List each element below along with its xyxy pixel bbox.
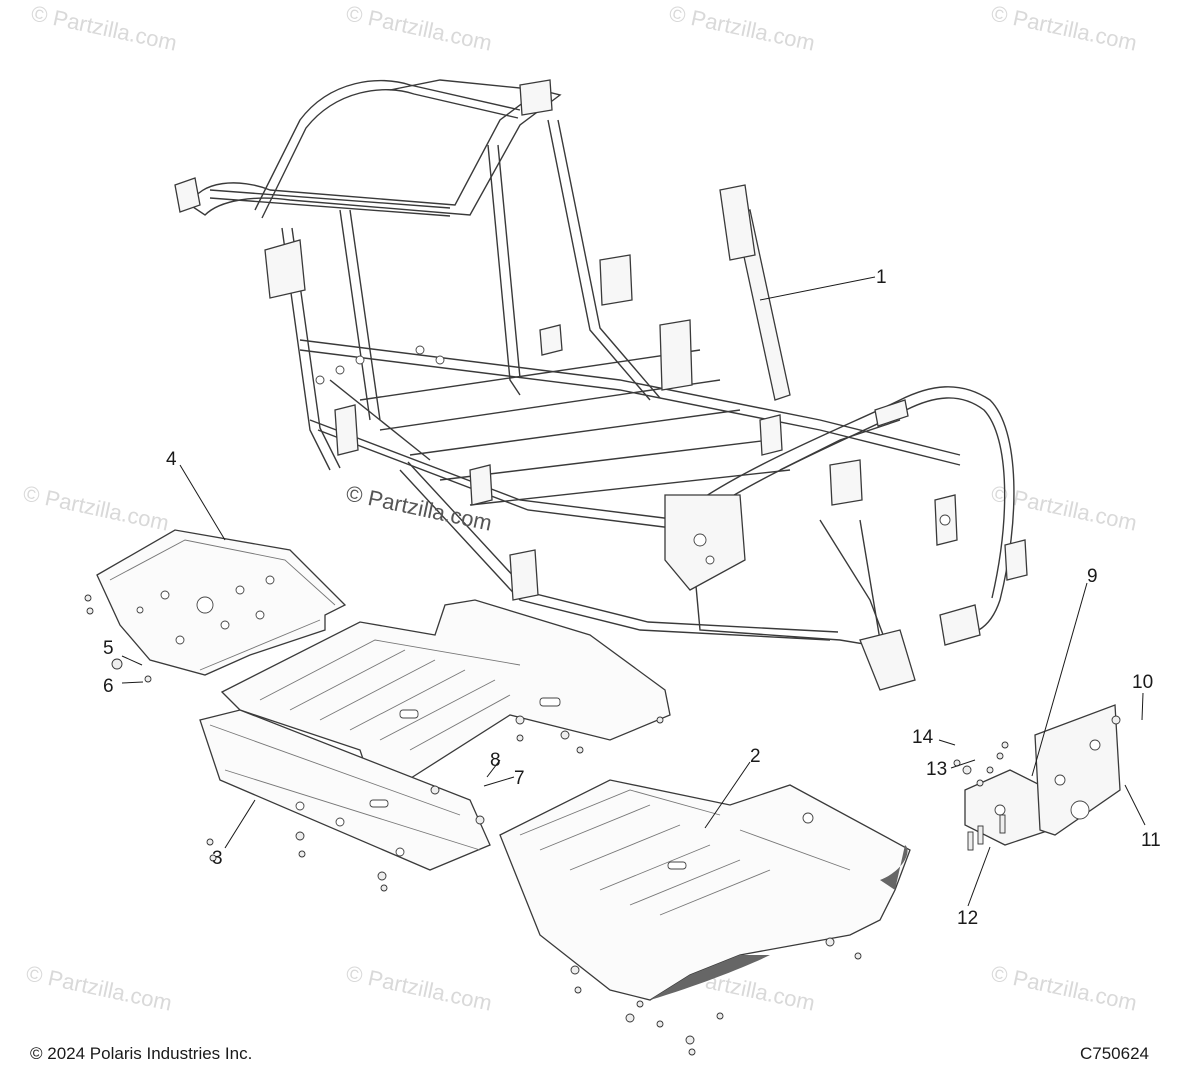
callout-12: 12: [957, 908, 978, 929]
callout-1: 1: [876, 267, 887, 288]
watermark-text: © Partzilla.com: [989, 960, 1139, 1015]
watermark-text: © Partzilla.com: [29, 0, 179, 55]
watermark-text: © Partzilla.com: [344, 960, 494, 1015]
watermark-text: © Partzilla.com: [344, 0, 494, 55]
callout-7: 7: [514, 768, 525, 789]
copyright-text: © 2024 Polaris Industries Inc.: [30, 1044, 253, 1063]
watermark-text: © Partzilla.com: [989, 0, 1139, 55]
main-frame-drawing: [174, 79, 1028, 691]
watermark-text: © Partzilla.com: [24, 960, 174, 1015]
callout-13: 13: [926, 759, 947, 780]
watermark-text: © Partzilla.com: [667, 0, 817, 55]
rear-skid-plate-drawing: [84, 529, 347, 683]
front-skid-plate-drawing: [499, 779, 911, 1056]
watermark-text: © Partzilla.com: [21, 480, 171, 535]
callout-6: 6: [103, 676, 114, 697]
callout-3: 3: [212, 848, 223, 869]
left-skid-plate-drawing: [199, 709, 491, 892]
callout-9: 9: [1087, 566, 1098, 587]
callout-5: 5: [103, 638, 114, 659]
callout-10: 10: [1132, 672, 1153, 693]
bracket-assembly-drawing: [953, 704, 1121, 851]
drawing-id: C750624: [1080, 1044, 1150, 1063]
callout-8: 8: [490, 750, 501, 771]
leader-lines: [121, 276, 1146, 907]
watermark-text: © Partzilla.com: [989, 480, 1139, 535]
callout-4: 4: [166, 449, 177, 470]
callout-2: 2: [750, 746, 761, 767]
callout-14: 14: [912, 727, 934, 748]
callout-11: 11: [1141, 830, 1161, 851]
callout-labels: 1 2 3 4 5 6 7 8 9 10 11 12 13 14: [103, 267, 1161, 929]
